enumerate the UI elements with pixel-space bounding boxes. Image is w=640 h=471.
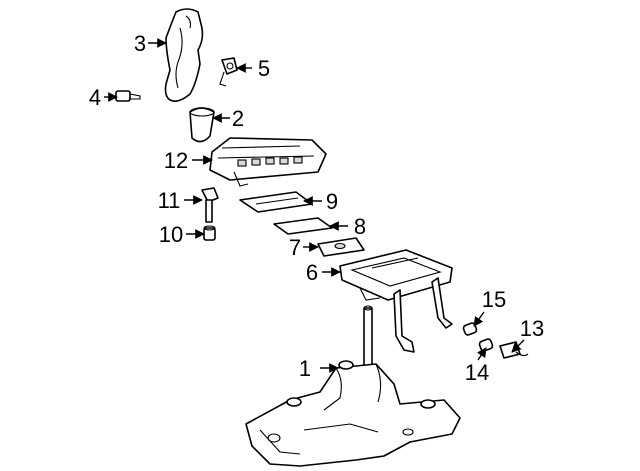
part-6-bracket bbox=[339, 249, 453, 353]
callout-9: 9 bbox=[326, 189, 338, 214]
part-3-knob-cover bbox=[164, 8, 204, 102]
callout-12: 12 bbox=[164, 148, 188, 173]
part-10-bulb bbox=[203, 225, 216, 241]
callout-1: 1 bbox=[299, 356, 311, 381]
part-8-plate bbox=[273, 217, 333, 235]
part-4-screw bbox=[115, 90, 141, 102]
part-7-slide-plate bbox=[317, 237, 365, 257]
callout-5: 5 bbox=[258, 56, 270, 81]
callout-14: 14 bbox=[465, 360, 489, 385]
callout-10: 10 bbox=[159, 222, 183, 247]
callout-4: 4 bbox=[89, 85, 101, 110]
callout-6: 6 bbox=[306, 260, 318, 285]
part-5-clip bbox=[219, 57, 238, 87]
part-11-socket bbox=[201, 187, 219, 223]
callout-labels: 1 2 3 4 5 6 7 8 9 10 11 12 13 14 15 bbox=[89, 31, 544, 385]
part-9-plate bbox=[239, 191, 313, 213]
part-15-bushing bbox=[462, 322, 478, 336]
part-2-bushing bbox=[189, 107, 215, 143]
part-12-indicator-housing bbox=[209, 137, 327, 187]
callout-7: 7 bbox=[289, 235, 301, 260]
callout-8: 8 bbox=[354, 214, 366, 239]
callout-15: 15 bbox=[482, 287, 506, 312]
callout-11: 11 bbox=[158, 188, 181, 213]
callout-13: 13 bbox=[520, 316, 544, 341]
callout-2: 2 bbox=[232, 106, 244, 131]
leader-lines bbox=[104, 38, 525, 373]
part-1-base bbox=[245, 360, 461, 467]
part-14-pin bbox=[478, 338, 494, 352]
callout-3: 3 bbox=[134, 31, 146, 56]
